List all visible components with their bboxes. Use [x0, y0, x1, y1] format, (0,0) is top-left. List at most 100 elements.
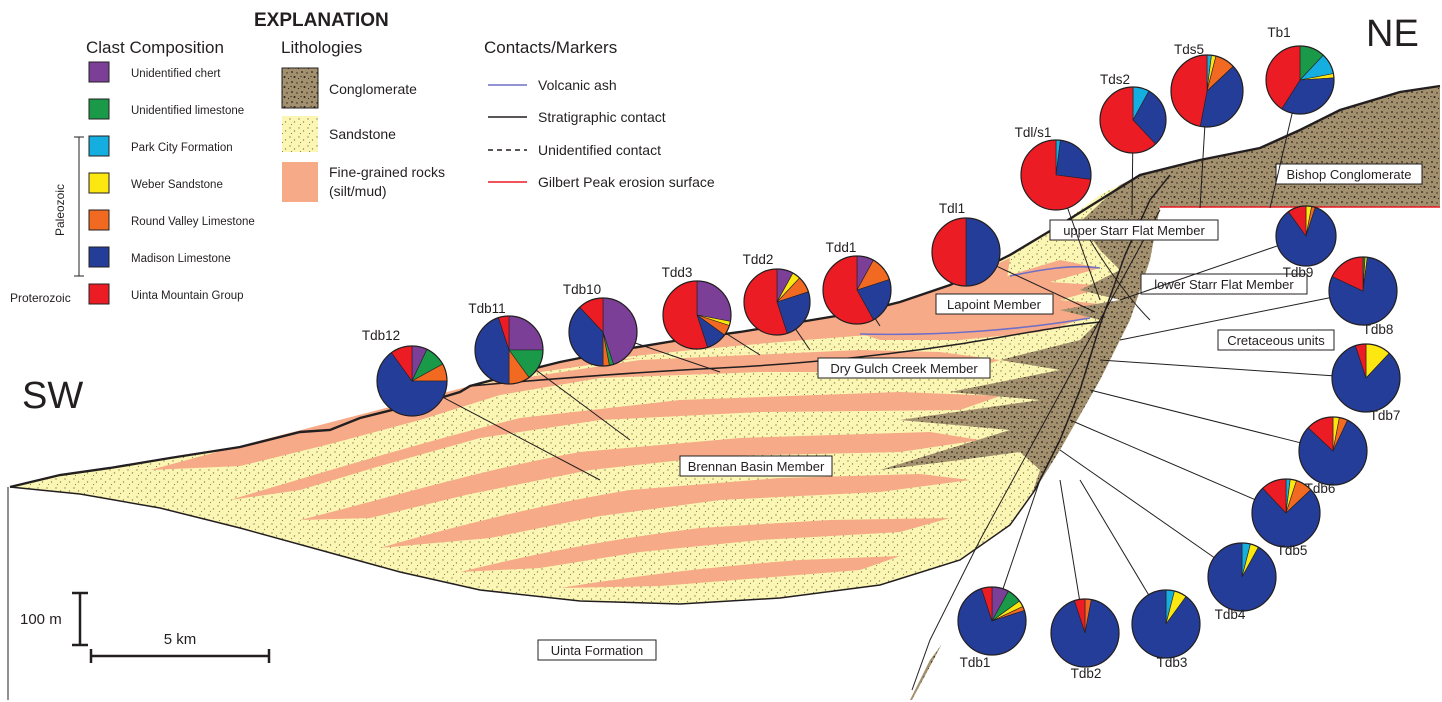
- pie-leader-line: [442, 396, 601, 481]
- bishop-label: Bishop Conglomerate: [1286, 167, 1411, 182]
- pie-label: Tdb2: [1071, 666, 1102, 681]
- unidentified-contact-label: Unidentified contact: [538, 142, 661, 158]
- clast-swatch: [88, 246, 110, 268]
- pie-label: Tdd2: [743, 252, 774, 267]
- fine-tongue: [230, 392, 1000, 500]
- contacts-heading: Contacts/Markers: [484, 38, 617, 57]
- fine-tongue: [460, 518, 950, 572]
- paleozoic-label: Paleozoic: [53, 184, 67, 236]
- stratigraphic-contact-label: Stratigraphic contact: [538, 109, 666, 125]
- fine-grained-legend-label-2: (silt/mud): [329, 183, 387, 199]
- pie-chart: Tds2: [1099, 72, 1167, 154]
- cretaceous-label: Cretaceous units: [1227, 333, 1325, 348]
- pie-leader-line: [996, 265, 1096, 313]
- pie-chart: Tdb3: [1131, 589, 1201, 670]
- pie-leader-line: [1199, 126, 1206, 209]
- pie-outline: [822, 255, 892, 325]
- pie-label: Tdb7: [1370, 408, 1401, 423]
- pie-label: Tds5: [1174, 42, 1204, 57]
- clast-legend-label: Weber Sandstone: [131, 179, 223, 191]
- pie-outline: [1251, 478, 1321, 548]
- pie-chart: Tdb8: [1328, 256, 1398, 337]
- pie-outline: [568, 297, 638, 367]
- pie-label: Tdb1: [960, 655, 991, 670]
- pie-chart: Tdb12: [362, 328, 448, 417]
- unit-labels: Bishop Conglomerate upper Starr Flat Mem…: [537, 163, 1423, 661]
- clast-legend-label: Round Valley Limestone: [131, 216, 255, 228]
- unidentified-contact: [911, 209, 1161, 691]
- sandstone-legend-label: Sandstone: [329, 126, 396, 142]
- clast-swatch: [88, 135, 110, 157]
- pie-slice-chert: [696, 280, 732, 322]
- fine-tongue: [560, 556, 900, 588]
- pie-leader-line: [1089, 389, 1301, 444]
- pie-label: Tds2: [1100, 72, 1130, 87]
- pie-outline: [376, 345, 448, 417]
- clast-legend-label: Uinta Mountain Group: [131, 290, 244, 302]
- pie-leader-line: [725, 332, 761, 356]
- pie-leader-line: [536, 369, 631, 441]
- pie-outline: [1207, 542, 1277, 612]
- dry-gulch-label-box: [817, 357, 991, 379]
- proterozoic-label: Proterozoic: [10, 291, 71, 305]
- clast-swatch: [88, 98, 110, 120]
- clast-legend-label: Unidentified chert: [131, 68, 221, 80]
- pie-outline: [662, 280, 732, 350]
- uinta-label: Uinta Formation: [551, 643, 643, 658]
- pie-leader-line: [1119, 297, 1330, 341]
- fine-tongue: [300, 432, 980, 520]
- pie-chart: Tdb6: [1298, 416, 1368, 496]
- pie-outline: [1331, 343, 1401, 413]
- bishop-label-box: [1275, 163, 1423, 185]
- pie-outline: [1099, 86, 1167, 154]
- pie-leader-line: [1269, 112, 1293, 209]
- pie-chart: Tdb9: [1275, 205, 1337, 280]
- pie-outline: [931, 217, 1001, 287]
- pie-leader-line: [795, 328, 811, 351]
- pie-chart: Tdb10: [563, 282, 638, 367]
- pie-outline: [1020, 139, 1092, 211]
- pie-chart: Tb1: [1265, 25, 1335, 115]
- basal-contact: [9, 174, 1171, 605]
- pie-chart: Tdb1: [957, 586, 1027, 670]
- lapoint-label-box: [935, 293, 1054, 315]
- pie-label: Tdb9: [1283, 265, 1314, 280]
- pie-chart: Tdd2: [743, 252, 811, 336]
- horizontal-scale-label: 5 km: [164, 631, 197, 648]
- sandstone-swatch: [282, 116, 318, 152]
- pie-chart: Tdb2: [1050, 598, 1120, 681]
- vertical-scale-label: 100 m: [20, 611, 62, 628]
- pie-leader-line: [1059, 479, 1080, 600]
- pie-slice-uinta_mtn: [1170, 54, 1208, 127]
- conglomerate-swatch: [281, 67, 319, 109]
- fine-grained-swatch: [282, 162, 318, 202]
- clast-swatch: [88, 172, 110, 194]
- pie-leader-line: [874, 318, 881, 327]
- pie-leader-line: [1059, 449, 1215, 558]
- pie-leader-line: [1067, 207, 1101, 301]
- clast-legend-label: Madison Limestone: [131, 253, 231, 265]
- pie-leader-line: [1002, 479, 1041, 589]
- pie-outline: [1328, 256, 1398, 326]
- uinta-label-box: [537, 639, 657, 661]
- volcanic-ash-contact: [1009, 265, 1101, 277]
- pie-slice-madison: [1055, 139, 1092, 180]
- pie-chart: Tdb4: [1207, 542, 1277, 622]
- pie-outline: [1170, 54, 1244, 128]
- clast-swatch: [88, 283, 110, 305]
- pie-label: Tdb3: [1157, 655, 1188, 670]
- pie-leader-line: [635, 342, 721, 373]
- pie-label: Tdb10: [563, 282, 601, 297]
- pie-chart: Tdb7: [1331, 343, 1401, 423]
- brennan-label-box: [679, 455, 833, 477]
- lithologies-heading: Lithologies: [281, 38, 362, 57]
- pie-label: Tdb11: [468, 301, 505, 316]
- pie-leader-line: [1069, 419, 1255, 501]
- clast-swatch: [88, 209, 110, 231]
- pie-outline: [743, 268, 811, 336]
- pie-outline: [957, 586, 1027, 656]
- pie-outline: [1050, 598, 1120, 668]
- pie-leader-line: [1119, 245, 1278, 301]
